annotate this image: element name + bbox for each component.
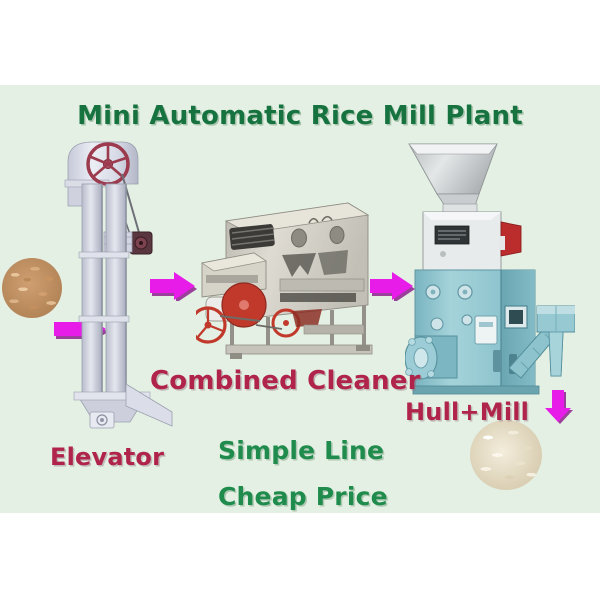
label-cheap-price: Cheap Price xyxy=(218,482,388,511)
arrow-cleaner-to-mill xyxy=(370,272,415,301)
paddy-pile xyxy=(2,258,62,318)
hull-mill-unit xyxy=(405,143,575,395)
arrow-mill-to-rice xyxy=(545,390,573,424)
label-simple-line: Simple Line xyxy=(218,436,385,465)
label-hull-mill: Hull+Mill xyxy=(405,398,530,426)
page-title: Mini Automatic Rice Mill Plant xyxy=(77,101,523,131)
milled-rice-pile xyxy=(470,420,542,490)
product-image: Mini Automatic Rice Mill Plant xyxy=(0,85,600,513)
label-elevator: Elevator xyxy=(50,443,165,471)
arrow-elevator-to-cleaner xyxy=(150,272,197,301)
label-combined-cleaner: Combined Cleaner xyxy=(150,366,421,396)
combined-cleaner xyxy=(196,202,373,359)
bucket-elevator xyxy=(64,141,173,429)
